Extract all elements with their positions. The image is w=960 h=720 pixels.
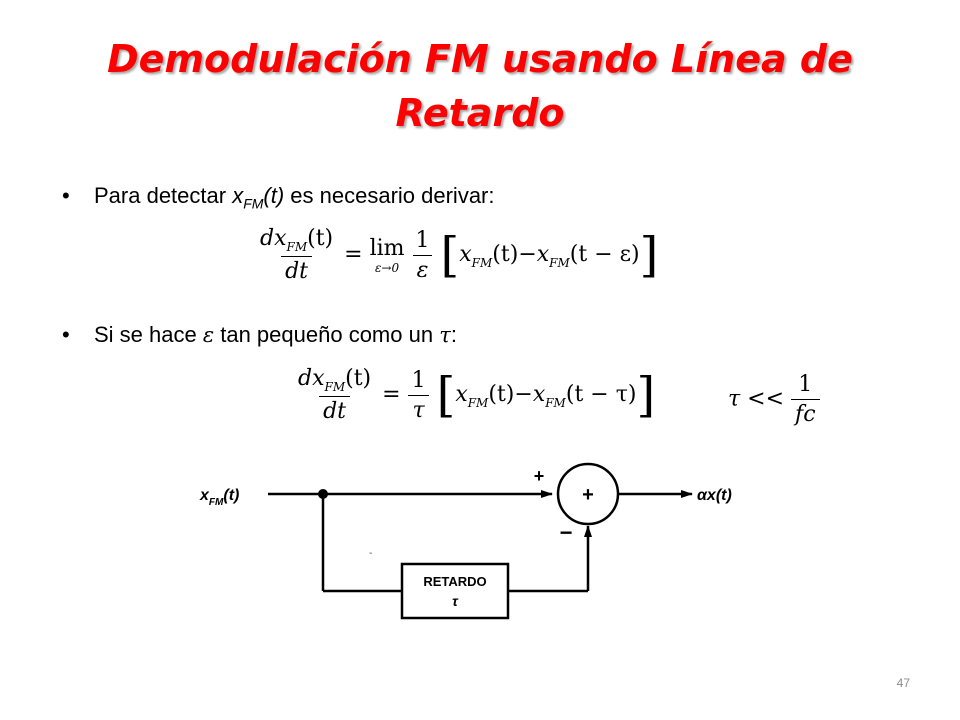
summer-plus: +	[582, 484, 594, 506]
eq1-coef-num: 1	[415, 227, 430, 253]
eq2-coef-num: 1	[411, 367, 426, 393]
eq2-term1-arg: (t)	[488, 382, 515, 407]
eq2-lhs-den: dt	[319, 396, 351, 424]
page-number: 47	[896, 676, 910, 690]
eq1-term2-arg: (t − ε)	[569, 242, 640, 267]
condition-num: 1	[798, 372, 813, 397]
eq2-lhs-num-sub: FM	[324, 380, 346, 394]
output-label: αx(t)	[697, 487, 732, 504]
eq2-coef-den: τ	[408, 394, 429, 423]
eq1-lhs-num-arg: (t)	[307, 226, 334, 251]
eq2-term1: x	[455, 382, 468, 407]
plus-sign: +	[534, 466, 545, 486]
eq2-term2-arg: (t − τ)	[565, 382, 637, 407]
eq2-coef-fraction: 1 τ	[408, 368, 430, 423]
eq1-coef-den: ε	[412, 254, 433, 283]
eq2-minus: −	[514, 382, 533, 407]
eq1-term1-arg: (t)	[492, 242, 519, 267]
delay-block	[400, 562, 510, 620]
condition-fraction: 1 fc	[791, 372, 820, 427]
bullet-2-suffix: :	[450, 322, 457, 347]
slide-title: Demodulación FM usando Línea de Retardo	[107, 37, 853, 135]
bullet-2-middle: tan pequeño como un	[214, 322, 440, 347]
bullet-1-var-sub: FM	[243, 195, 264, 212]
eq1-term2: x	[536, 242, 550, 267]
eq1-minus: −	[518, 242, 537, 267]
bullet-1-prefix: Para detectar	[94, 183, 233, 208]
minus-sign: −	[560, 520, 573, 545]
input-label: xFM(t)	[199, 487, 239, 508]
condition-tau: τ	[728, 386, 741, 412]
bullet-1-var: x	[232, 183, 244, 208]
bullet-2-prefix: Si se hace	[94, 322, 203, 347]
eq1-lhs-num: dx	[260, 226, 287, 251]
bullet-2: • Si se hace ε tan pequeño como un τ:	[62, 320, 457, 350]
eq2-term1-sub: FM	[467, 396, 489, 410]
eq1-lhs-den: dt	[281, 256, 313, 284]
eq1-lhs-fraction: dxFM(t) dt	[256, 226, 337, 284]
delay-block-label: RETARDO	[423, 574, 486, 589]
eq1-term2-sub: FM	[549, 256, 570, 270]
bullet-1: • Para detectar xFM(t) es necesario deriv…	[62, 181, 495, 218]
stray-mark: -	[369, 548, 372, 559]
eq2-term2: x	[532, 382, 546, 407]
bullet-1-var-arg: (t)	[263, 183, 285, 208]
eq2-term2-sub: FM	[545, 396, 566, 410]
derivative-limit-equation: dxFM(t) dt = lim ε→0 1 ε [xFM(t)−xFM(t −…	[256, 226, 658, 284]
bullet-dot-icon: •	[62, 183, 70, 208]
delay-approx-equation: dxFM(t) dt = 1 τ [xFM(t)−xFM(t − τ)]	[294, 366, 655, 424]
bullet-1-suffix: es necesario derivar:	[284, 183, 495, 208]
eq1-limit: lim ε→0	[370, 236, 405, 275]
delay-block-tau: τ	[452, 593, 459, 609]
eq2-lhs-fraction: dxFM(t) dt	[294, 366, 375, 424]
eq1-lim-under: ε→0	[374, 260, 400, 275]
eq1-lhs-num-sub: FM	[286, 240, 308, 254]
eq1-term1-sub: FM	[471, 256, 493, 270]
bullet-2-tau: τ	[439, 323, 451, 347]
bullet-2-epsilon: ε	[202, 323, 215, 347]
bullet-dot-icon: •	[62, 322, 70, 347]
condition-den: fc	[791, 399, 820, 427]
eq1-coef-fraction: 1 ε	[412, 228, 434, 283]
condition-inequality: τ << 1 fc	[728, 372, 820, 427]
condition-operator: <<	[747, 386, 785, 412]
eq1-lim-text: lim	[369, 235, 405, 261]
eq1-term1: x	[459, 242, 472, 267]
eq2-lhs-num-arg: (t)	[345, 366, 372, 391]
eq2-lhs-num: dx	[298, 366, 325, 391]
